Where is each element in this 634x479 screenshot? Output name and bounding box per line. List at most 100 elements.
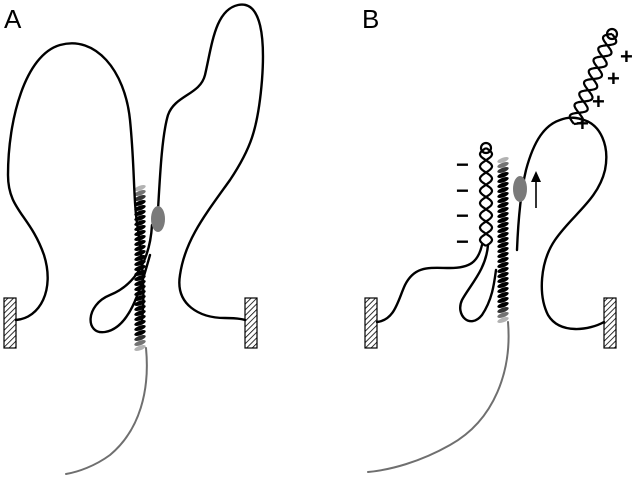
strand-segment <box>134 220 146 226</box>
panel-b: B − − − − + + + + <box>362 4 633 473</box>
strand-segment <box>134 320 146 326</box>
strand-bar-b <box>497 157 509 323</box>
dna-inner-loop-b <box>459 243 498 323</box>
strand-bar-a <box>134 185 146 351</box>
strand-segment <box>134 265 146 271</box>
strand-segment <box>134 325 146 331</box>
strand-segment <box>134 195 146 201</box>
strand-segment <box>134 335 146 341</box>
supercoil-strand <box>478 147 494 247</box>
positive-supercoil <box>568 27 619 126</box>
strand-segment <box>497 252 509 258</box>
strand-segment <box>134 310 146 316</box>
negative-sign-2: − <box>456 178 469 203</box>
strand-segment <box>497 222 509 228</box>
negative-sign-1: − <box>456 152 469 177</box>
strand-segment <box>497 317 509 323</box>
strand-segment <box>134 250 146 256</box>
supercoil-strand <box>568 33 618 125</box>
strand-segment <box>134 285 146 291</box>
strand-segment <box>497 202 509 208</box>
strand-segment <box>134 200 146 206</box>
panel-a: A <box>3 3 265 475</box>
strand-segment <box>497 182 509 188</box>
panel-label-b: B <box>362 4 379 34</box>
strand-segment <box>497 167 509 173</box>
negative-sign-4: − <box>456 229 469 254</box>
strand-segment <box>497 212 509 218</box>
strand-segment <box>497 197 509 203</box>
strand-segment <box>134 305 146 311</box>
strand-segment <box>497 247 509 253</box>
strand-segment <box>134 345 146 351</box>
positive-sign-4: + <box>576 111 589 136</box>
strand-segment <box>497 157 509 163</box>
strand-segment <box>134 340 146 346</box>
motor-protein-b <box>513 176 527 202</box>
right-anchor-wall-b <box>603 297 617 349</box>
strand-segment <box>134 280 146 286</box>
strand-segment <box>497 232 509 238</box>
strand-segment <box>134 275 146 281</box>
positive-sign-2: + <box>607 66 620 91</box>
strand-segment <box>497 272 509 278</box>
strand-segment <box>497 242 509 248</box>
strand-segment <box>497 262 509 268</box>
strand-segment <box>497 177 509 183</box>
strand-segment <box>134 300 146 306</box>
panel-label-a: A <box>4 4 22 34</box>
strand-segment <box>497 302 509 308</box>
positive-sign-3: + <box>592 89 605 114</box>
strand-segment <box>497 307 509 313</box>
positive-sign-1: + <box>620 44 633 69</box>
strand-segment <box>497 287 509 293</box>
strand-segment <box>134 255 146 261</box>
strand-segment <box>134 230 146 236</box>
strand-segment <box>497 162 509 168</box>
free-strand-tail-a <box>65 347 148 475</box>
dna-right-strand-b <box>515 116 608 331</box>
free-strand-tail-b <box>367 321 510 473</box>
strand-segment <box>134 245 146 251</box>
strand-segment <box>134 240 146 246</box>
strand-segment <box>134 235 146 241</box>
dna-right-loop <box>156 3 265 322</box>
negative-sign-3: − <box>456 203 469 228</box>
strand-segment <box>497 172 509 178</box>
strand-segment <box>497 192 509 198</box>
strand-segment <box>134 315 146 321</box>
strand-segment <box>497 277 509 283</box>
left-anchor-wall <box>3 297 17 349</box>
strand-segment <box>497 267 509 273</box>
strand-segment <box>134 215 146 221</box>
dna-left-strand-b <box>375 243 484 324</box>
strand-segment <box>497 257 509 263</box>
strand-segment <box>497 217 509 223</box>
strand-segment <box>497 227 509 233</box>
strand-segment <box>497 237 509 243</box>
strand-segment <box>134 205 146 211</box>
strand-segment <box>134 225 146 231</box>
motor-protein-a <box>151 206 165 232</box>
up-arrow-icon <box>531 171 541 208</box>
strand-segment <box>134 210 146 216</box>
strand-segment <box>497 282 509 288</box>
strand-segment <box>497 207 509 213</box>
supercoil-tip <box>605 27 619 41</box>
strand-segment <box>134 330 146 336</box>
strand-segment <box>497 292 509 298</box>
strand-segment <box>134 190 146 196</box>
right-anchor-wall <box>244 297 258 349</box>
strand-segment <box>497 297 509 303</box>
strand-segment <box>134 185 146 191</box>
dna-left-loop <box>6 42 145 322</box>
strand-segment <box>497 187 509 193</box>
supercoil-tip <box>479 141 493 155</box>
strand-segment <box>497 312 509 318</box>
strand-segment <box>134 270 146 276</box>
strand-segment <box>134 260 146 266</box>
strand-segment <box>134 290 146 296</box>
left-anchor-wall-b <box>364 297 378 349</box>
negative-supercoil <box>478 141 494 247</box>
